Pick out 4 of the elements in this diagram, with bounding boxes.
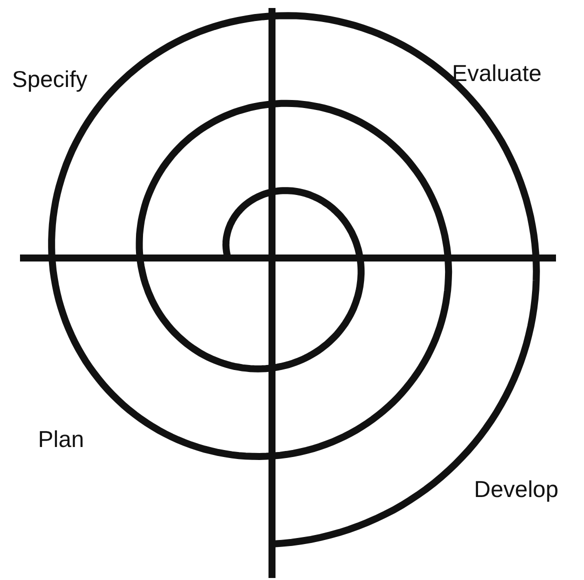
phase-label: Evaluate (452, 62, 542, 85)
phase-label: Develop (474, 478, 558, 501)
phase-label: Specify (12, 68, 88, 91)
phase-label: Plan (38, 428, 84, 451)
